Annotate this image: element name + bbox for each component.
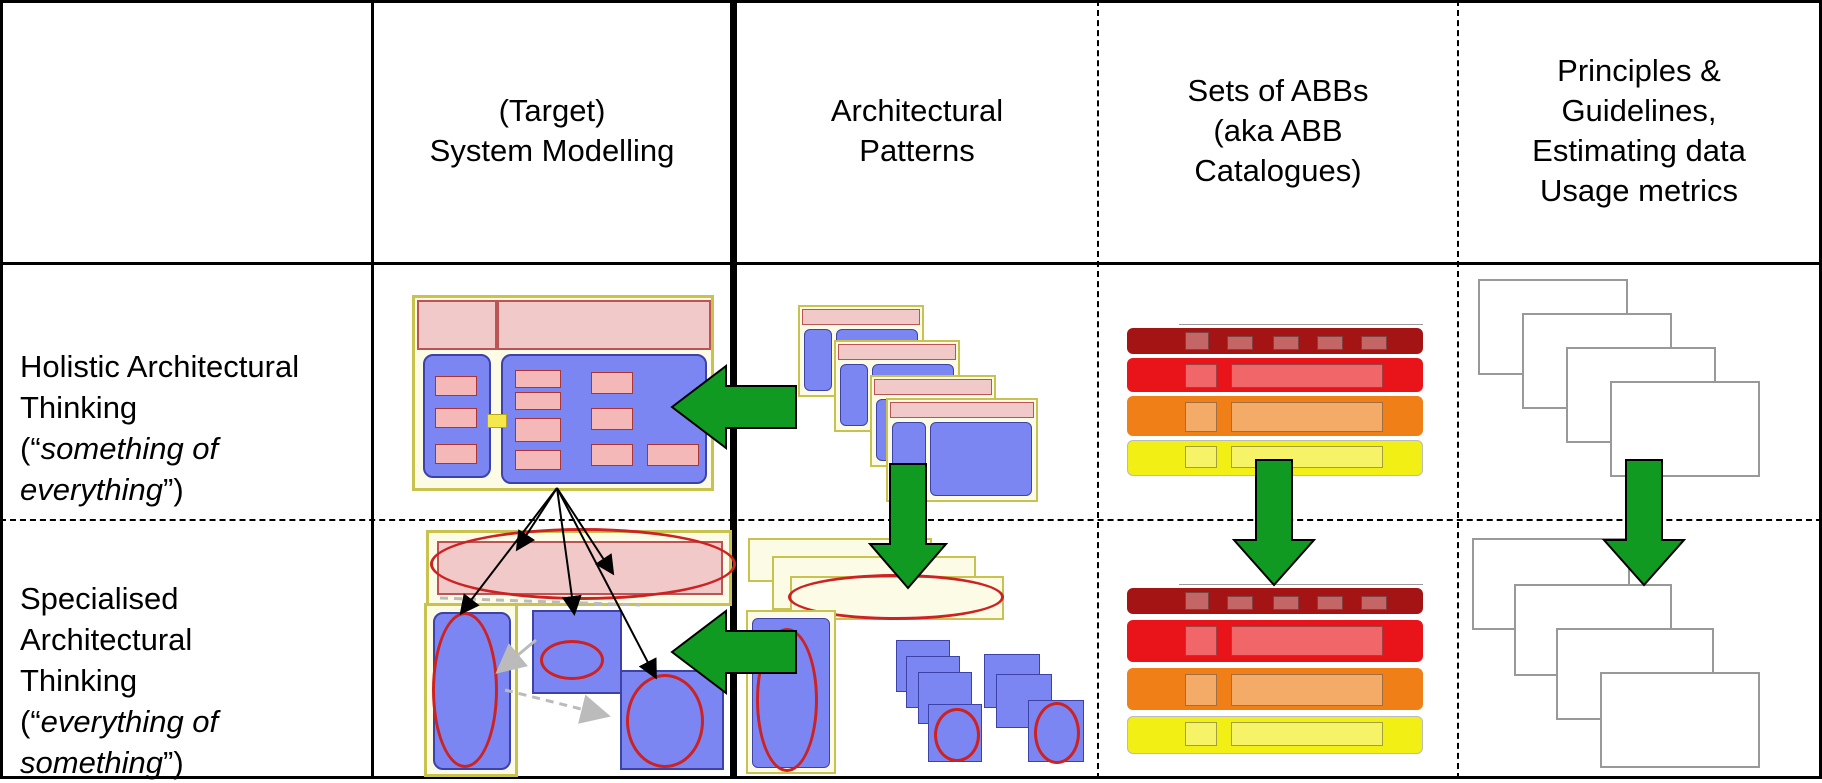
table-border-top bbox=[0, 0, 1822, 3]
column-divider-4 bbox=[1457, 0, 1459, 779]
abb-cell bbox=[1185, 364, 1217, 388]
model-box bbox=[515, 392, 561, 410]
business-band bbox=[1127, 358, 1423, 392]
row-label-holistic-text: Holistic Architectural Thinking (“ bbox=[20, 349, 300, 466]
highlight-ellipse bbox=[756, 628, 818, 772]
grey-flow-line bbox=[495, 638, 537, 674]
enterprise-band bbox=[1127, 328, 1423, 354]
abb-cell bbox=[1231, 722, 1383, 746]
row-label-holistic-italic: something of everything bbox=[20, 431, 219, 507]
information-band-2 bbox=[1127, 668, 1423, 710]
row-label-specialised-close: ”) bbox=[163, 745, 184, 780]
highlight-ellipse bbox=[934, 708, 980, 762]
grey-flow-lines bbox=[439, 596, 641, 724]
enterprise-band-2 bbox=[1127, 588, 1423, 614]
abb-cell bbox=[1317, 596, 1343, 610]
model-box bbox=[435, 376, 477, 396]
header-system-modelling: (Target) System Modelling bbox=[429, 93, 675, 168]
green-down-arrow bbox=[1601, 459, 1687, 587]
green-left-arrow bbox=[670, 363, 797, 451]
abb-cell bbox=[1231, 402, 1383, 432]
green-down-arrow bbox=[867, 463, 949, 590]
highlight-ellipse bbox=[540, 640, 604, 680]
abb-cell bbox=[1231, 364, 1383, 388]
technology-band-2 bbox=[1127, 716, 1423, 754]
pattern-header bbox=[838, 344, 956, 360]
abb-column-header bbox=[1179, 304, 1423, 325]
pattern-panel bbox=[804, 329, 832, 391]
solution-design-band bbox=[497, 300, 711, 350]
pattern-header bbox=[890, 402, 1034, 418]
table-border-bottom bbox=[0, 776, 1822, 779]
highlight-ellipse bbox=[1034, 702, 1080, 764]
abb-cell bbox=[1317, 336, 1343, 350]
model-box bbox=[591, 408, 633, 430]
information-band bbox=[1127, 396, 1423, 436]
header-abb-catalogues: Sets of ABBs (aka ABB Catalogues) bbox=[1187, 73, 1369, 188]
abb-cell bbox=[1361, 336, 1387, 350]
row-label-holistic: Holistic Architectural Thinking (“someth… bbox=[20, 305, 370, 510]
abb-cell bbox=[1227, 336, 1253, 350]
decomposition-arrow bbox=[556, 487, 615, 576]
table-border-right bbox=[1819, 0, 1822, 779]
flow-marker bbox=[487, 414, 507, 428]
abb-catalogue-thumbnail-2 bbox=[1127, 560, 1423, 760]
model-box bbox=[435, 408, 477, 428]
abb-cell bbox=[1231, 626, 1383, 656]
pattern-panel bbox=[930, 422, 1032, 496]
model-box bbox=[591, 372, 633, 394]
row-label-specialised: Specialised Architectural Thinking (“eve… bbox=[20, 537, 370, 783]
requirements-band bbox=[417, 300, 497, 350]
business-band-2 bbox=[1127, 620, 1423, 662]
abb-cell bbox=[1185, 446, 1217, 468]
abb-cell bbox=[1273, 336, 1299, 350]
row-label-holistic-close: ”) bbox=[163, 472, 184, 507]
abb-cell bbox=[1231, 674, 1383, 706]
principle-card-8 bbox=[1600, 672, 1760, 768]
abb-cell bbox=[1185, 626, 1217, 656]
decomposition-arrow bbox=[515, 487, 558, 552]
abb-column-header bbox=[1179, 564, 1423, 585]
model-box bbox=[515, 418, 561, 442]
header-row-divider bbox=[0, 262, 1822, 265]
pattern-header bbox=[874, 379, 992, 395]
abb-cell bbox=[1273, 596, 1299, 610]
model-box bbox=[435, 444, 477, 464]
grey-flow-line bbox=[504, 688, 611, 724]
pattern-header bbox=[802, 309, 920, 325]
decomposition-arrow bbox=[556, 487, 657, 680]
header-architectural-patterns: Architectural Patterns bbox=[830, 93, 1004, 168]
column-divider-1 bbox=[371, 0, 374, 779]
model-box bbox=[515, 370, 561, 388]
model-box bbox=[591, 444, 633, 466]
green-left-arrow bbox=[670, 608, 797, 696]
pattern-panel bbox=[840, 364, 868, 426]
abb-cell bbox=[1227, 596, 1253, 610]
green-down-arrow bbox=[1231, 459, 1317, 587]
row-label-specialised-text: Specialised Architectural Thinking (“ bbox=[20, 581, 193, 739]
model-box bbox=[647, 444, 699, 466]
model-box bbox=[515, 450, 561, 470]
header-principles: Principles & Guidelines, Estimating data… bbox=[1532, 53, 1746, 208]
abb-cell bbox=[1185, 332, 1209, 350]
table-border-left bbox=[0, 0, 3, 779]
column-divider-3 bbox=[1097, 0, 1099, 779]
abb-catalogue-thumbnail-1 bbox=[1127, 300, 1423, 482]
abb-cell bbox=[1185, 402, 1217, 432]
abb-cell bbox=[1185, 722, 1217, 746]
decomposition-arrow bbox=[556, 487, 582, 616]
decomposition-arrow bbox=[459, 487, 558, 616]
abb-cell bbox=[1185, 674, 1217, 706]
abb-cell bbox=[1185, 592, 1209, 610]
decomposition-arrows bbox=[459, 487, 657, 680]
row-label-specialised-italic: everything of something bbox=[20, 704, 219, 780]
highlight-ellipse bbox=[626, 674, 704, 768]
abb-cell bbox=[1361, 596, 1387, 610]
